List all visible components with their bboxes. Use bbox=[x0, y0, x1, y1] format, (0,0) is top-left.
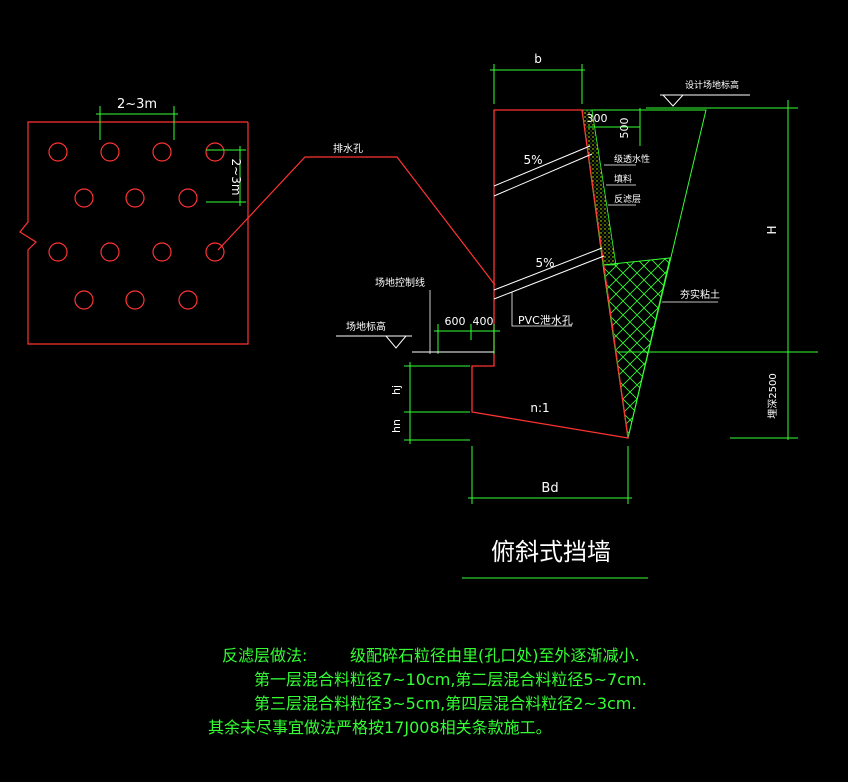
construction-notes: 反滤层做法: 级配碎石粒径由里(孔口处)至外逐渐减小. 第一层混合料粒径7~10… bbox=[0, 640, 848, 770]
site-control-label: 场地控制线 bbox=[375, 276, 425, 289]
top-width-dimension bbox=[490, 64, 585, 104]
wall-outline bbox=[471, 109, 629, 439]
drain-hole bbox=[100, 242, 120, 262]
drain-hole-label: 排水孔 bbox=[333, 142, 363, 155]
drain-hole bbox=[178, 290, 198, 310]
slope-lower-label: 5% bbox=[535, 256, 554, 270]
notes-heading: 反滤层做法: bbox=[222, 646, 308, 665]
drain-hole-leader bbox=[217, 156, 496, 286]
drain-hole bbox=[100, 142, 120, 162]
site-grade-marker bbox=[336, 335, 494, 353]
filter-dimensions bbox=[588, 108, 641, 146]
notes-line-2: 第三层混合料粒径3~5cm,第四层混合料粒径2~3cm. bbox=[254, 694, 637, 713]
dim-300-label: 300 bbox=[587, 112, 608, 125]
filter-layer bbox=[581, 109, 617, 266]
elevation-frame bbox=[19, 121, 249, 345]
drain-hole bbox=[178, 188, 198, 208]
dim-600-label: 600 bbox=[445, 315, 466, 328]
toe-dimensions bbox=[434, 324, 500, 354]
site-grade-label: 场地标高 bbox=[346, 320, 386, 333]
drain-pipes bbox=[493, 145, 605, 300]
layer-a-label: 级透水性 bbox=[614, 153, 650, 165]
drain-hole-elevation: 2~3m 2~3m bbox=[19, 97, 249, 345]
drain-hole bbox=[74, 290, 94, 310]
drain-hole bbox=[125, 290, 145, 310]
notes-line-3: 其余未尽事宜做法严格按17J008相关条款施工。 bbox=[208, 718, 552, 737]
filter-leaders bbox=[604, 164, 636, 206]
drain-hole bbox=[74, 188, 94, 208]
dim-400-label: 400 bbox=[473, 315, 494, 328]
drawing-title: 俯斜式挡墙 bbox=[491, 538, 611, 566]
drain-hole bbox=[152, 242, 172, 262]
hj-label: hj bbox=[390, 385, 403, 395]
drain-hole-grid bbox=[48, 142, 225, 310]
notes-line-0: 级配碎石粒径由里(孔口处)至外逐渐减小. bbox=[350, 646, 640, 665]
spacing-h-label: 2~3m bbox=[117, 97, 157, 112]
drain-hole bbox=[48, 242, 68, 262]
design-grade-label: 设计场地标高 bbox=[685, 79, 739, 91]
slope-upper-label: 5% bbox=[523, 153, 542, 167]
layer-c-label: 反滤层 bbox=[614, 193, 641, 205]
design-grade-marker bbox=[660, 94, 750, 107]
compacted-clay-label: 夯实粘土 bbox=[680, 288, 720, 301]
top-width-label: b bbox=[534, 52, 542, 66]
drain-hole bbox=[205, 142, 225, 162]
drain-hole bbox=[125, 188, 145, 208]
embed-depth-label: 埋深2500 bbox=[767, 373, 779, 418]
notes-line-1: 第一层混合料粒径7~10cm,第二层混合料粒径5~7cm. bbox=[254, 670, 647, 689]
drain-hole bbox=[152, 142, 172, 162]
pvc-hole-label: PVC泄水孔 bbox=[518, 314, 573, 327]
spacing-v-dimension bbox=[206, 146, 246, 206]
drain-hole bbox=[48, 142, 68, 162]
footing-dimensions bbox=[404, 362, 470, 444]
dim-500-label: 500 bbox=[618, 118, 631, 139]
height-dimensions bbox=[618, 100, 818, 440]
slope-ratio-label: n:1 bbox=[530, 401, 549, 415]
bottom-width-dimension bbox=[468, 446, 632, 504]
layer-b-label: 填料 bbox=[614, 173, 632, 185]
spacing-v-label: 2~3m bbox=[229, 158, 243, 195]
height-label: H bbox=[765, 225, 779, 234]
pvc-leader bbox=[511, 292, 572, 327]
backfill-line bbox=[592, 109, 707, 439]
bottom-width-label: Bd bbox=[541, 481, 558, 496]
compacted-clay-zone bbox=[602, 257, 671, 439]
hn-label: hn bbox=[390, 419, 403, 433]
drain-hole bbox=[205, 242, 225, 262]
spacing-h-dimension bbox=[96, 106, 178, 140]
